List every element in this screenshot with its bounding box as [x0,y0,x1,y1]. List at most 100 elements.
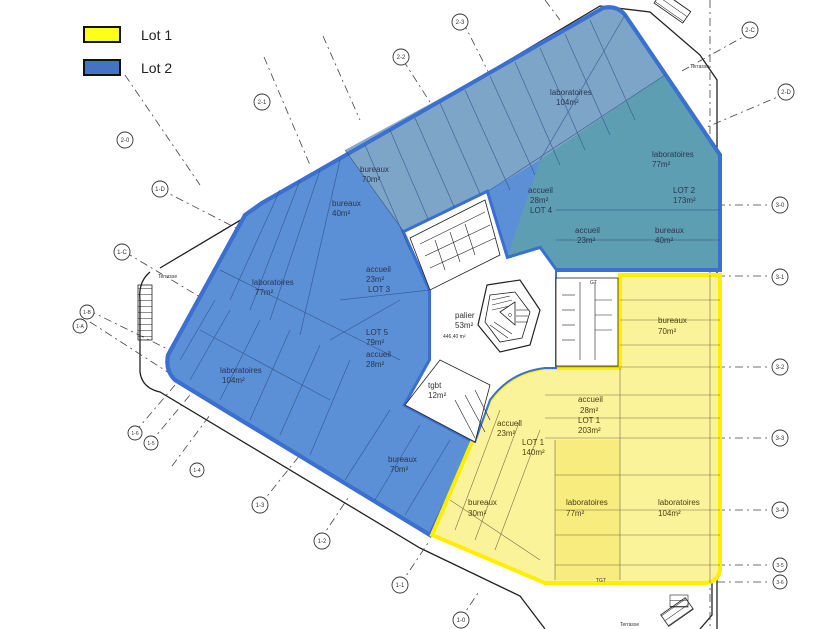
svg-text:LOT 1: LOT 1 [578,416,601,425]
core-room-labels: palier 53m² 446,40 m² tgbt 12m² GT TGT T… [158,64,709,628]
grid-marker-2-d [777,83,795,101]
grid-marker-1-5 [143,435,159,451]
svg-text:28m²: 28m² [530,196,549,205]
svg-text:140m²: 140m² [522,448,545,457]
grid-marker-1-1 [391,576,409,594]
svg-text:bureaux: bureaux [655,226,684,235]
svg-text:70m²: 70m² [390,465,409,474]
grid-marker-3-1 [771,268,789,286]
lot-1-room-labels: bureaux 70m² accueil 28m² LOT 1 203m² ac… [468,316,700,518]
lot-2-swatch [83,59,121,76]
svg-text:laboratoires: laboratoires [658,498,700,507]
svg-text:28m²: 28m² [580,406,599,415]
svg-text:3-1: 3-1 [776,275,785,281]
svg-text:Terrasse: Terrasse [690,64,709,70]
svg-text:1-2: 1-2 [318,539,327,545]
grid-marker-1-3 [251,496,269,514]
svg-text:79m²: 79m² [366,338,385,347]
svg-text:bureaux: bureaux [332,199,361,208]
svg-text:LOT 3: LOT 3 [368,285,391,294]
svg-text:40m²: 40m² [332,209,351,218]
core [402,190,619,444]
grid-marker-3-5 [772,557,788,573]
grid-marker-1-6 [127,425,143,441]
grid-marker-3-3 [771,429,789,447]
grid-marker-2-0 [116,131,134,149]
svg-text:bureaux: bureaux [658,316,687,325]
lot-1-lines [449,275,720,583]
svg-text:3-2: 3-2 [776,365,785,371]
svg-text:1-D: 1-D [155,187,165,193]
lot-2-room-labels: laboratoires 104m² bureaux 70m² laborato… [220,88,696,474]
grid-marker-2-3 [451,13,469,31]
grid-marker-1-2 [313,532,331,550]
svg-text:12m²: 12m² [428,391,447,400]
grid-marker-1-4 [189,462,205,478]
svg-text:30m²: 30m² [468,509,487,518]
svg-text:2-C: 2-C [745,28,755,34]
grid-marker-1-0 [452,611,470,629]
svg-text:1-5: 1-5 [147,441,154,447]
svg-text:77m²: 77m² [652,160,671,169]
grid-marker-1-d [151,180,169,198]
svg-text:TGT: TGT [596,578,606,584]
svg-text:laboratoires: laboratoires [652,150,694,159]
grid-marker-1-b [79,304,95,320]
exterior-stairs [137,0,694,627]
svg-text:2-0: 2-0 [121,138,130,144]
svg-text:77m²: 77m² [255,288,274,297]
svg-text:bureaux: bureaux [360,165,389,174]
svg-text:104m²: 104m² [222,376,245,385]
svg-text:Terrasse: Terrasse [158,274,177,280]
legend-item-lot-2: Lot 2 [83,51,172,84]
legend-label-lot-2: Lot 2 [141,59,173,76]
grid-marker-3-4 [771,501,789,519]
svg-text:bureaux: bureaux [468,498,497,507]
svg-text:tgbt: tgbt [428,381,442,390]
svg-text:28m²: 28m² [366,360,385,369]
svg-text:1-1: 1-1 [396,583,405,589]
svg-text:446,40 m²: 446,40 m² [443,334,466,340]
grid-marker-3-0 [771,196,789,214]
svg-text:Terrasse: Terrasse [620,622,639,628]
grid-marker-labels: 2-0 2-1 2-2 2-3 2-C 2-D 1-D 1-C 1-B 1-A … [76,20,791,624]
svg-text:laboratoires: laboratoires [550,88,592,97]
svg-text:LOT 2: LOT 2 [673,186,696,195]
svg-text:laboratoires: laboratoires [252,278,294,287]
svg-text:70m²: 70m² [658,327,677,336]
joist-lines [179,14,720,516]
svg-text:palier: palier [455,311,475,320]
svg-text:203m²: 203m² [578,426,601,435]
svg-text:23m²: 23m² [366,275,385,284]
svg-text:173m²: 173m² [673,196,696,205]
svg-text:2-2: 2-2 [397,55,406,61]
svg-text:77m²: 77m² [566,509,585,518]
svg-text:70m²: 70m² [362,175,381,184]
svg-text:LOT 4: LOT 4 [530,206,553,215]
grid-marker-2-2 [392,48,410,66]
svg-text:2-3: 2-3 [456,20,465,26]
svg-text:1-4: 1-4 [193,468,200,474]
svg-text:3-4: 3-4 [776,508,785,514]
svg-text:1-3: 1-3 [256,503,265,509]
svg-text:accueil: accueil [528,186,553,195]
svg-text:53m²: 53m² [455,321,474,330]
svg-text:laboratoires: laboratoires [566,498,608,507]
svg-text:1-B: 1-B [83,310,91,316]
grid-marker-3-6 [772,574,788,590]
legend: Lot 1 Lot 2 [83,18,172,84]
svg-text:2-1: 2-1 [258,100,267,106]
svg-text:1-A: 1-A [76,324,84,330]
svg-text:23m²: 23m² [577,236,596,245]
svg-text:1-6: 1-6 [131,431,138,437]
svg-text:accueil: accueil [366,265,391,274]
svg-text:LOT 5: LOT 5 [366,328,389,337]
svg-text:23m²: 23m² [497,429,516,438]
svg-text:accueil: accueil [497,419,522,428]
svg-text:40m²: 40m² [655,236,674,245]
legend-item-lot-1: Lot 1 [83,18,172,51]
grid-markers [72,13,795,629]
lot-1-swatch [83,26,121,43]
svg-text:LOT 1: LOT 1 [522,438,545,447]
